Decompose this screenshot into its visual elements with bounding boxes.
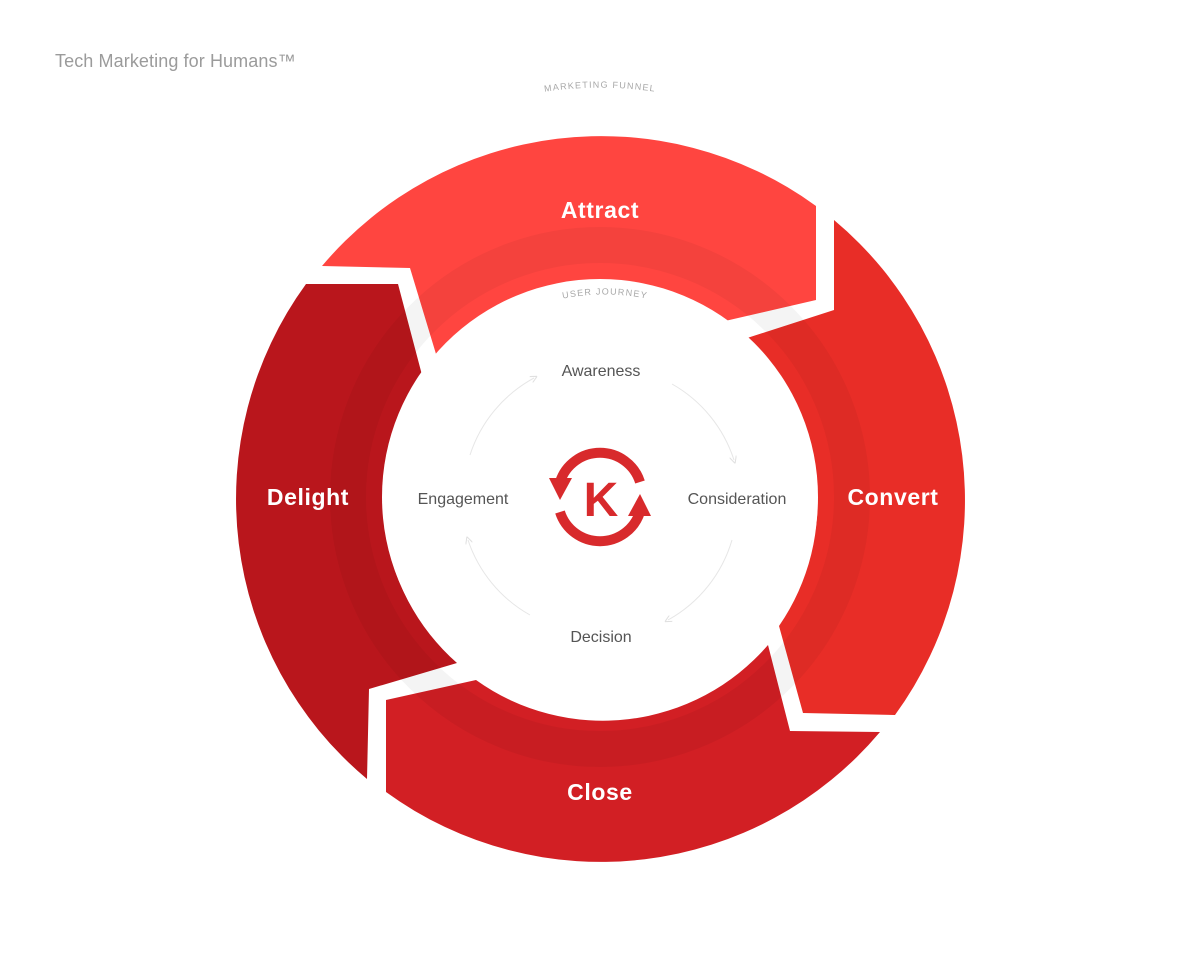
ring-shade: [330, 227, 870, 767]
label-attract: Attract: [561, 197, 639, 223]
center-disc: [382, 279, 818, 715]
logo-letter: K: [584, 474, 619, 527]
stage-engagement: Engagement: [418, 491, 509, 508]
label-delight: Delight: [267, 484, 349, 510]
segment-close[interactable]: [386, 645, 880, 862]
stage-awareness: Awareness: [562, 363, 641, 380]
page-title: Tech Marketing for Humans™: [55, 51, 296, 71]
arrow-awareness-to-consideration: [671, 383, 734, 460]
logo-arrowhead-left: [549, 478, 572, 500]
logo-arrowhead-right: [628, 494, 651, 516]
stage-decision: Decision: [570, 629, 631, 646]
outer-ring: [236, 136, 965, 862]
logo-arc-bottom: [555, 510, 645, 547]
label-close: Close: [567, 779, 633, 805]
stage-consideration: Consideration: [688, 491, 787, 508]
outer-caption: MARKETING FUNNEL: [543, 80, 656, 94]
cycle-arrows: [468, 378, 734, 620]
k-logo: K: [549, 447, 651, 547]
segment-convert[interactable]: [744, 220, 965, 715]
label-convert: Convert: [847, 484, 938, 510]
arrow-consideration-to-decision: [668, 539, 733, 620]
arrow-engagement-to-awareness: [469, 378, 534, 456]
logo-arc-top: [555, 447, 645, 484]
segment-attract[interactable]: [322, 136, 816, 354]
arrow-decision-to-engagement: [468, 540, 531, 616]
